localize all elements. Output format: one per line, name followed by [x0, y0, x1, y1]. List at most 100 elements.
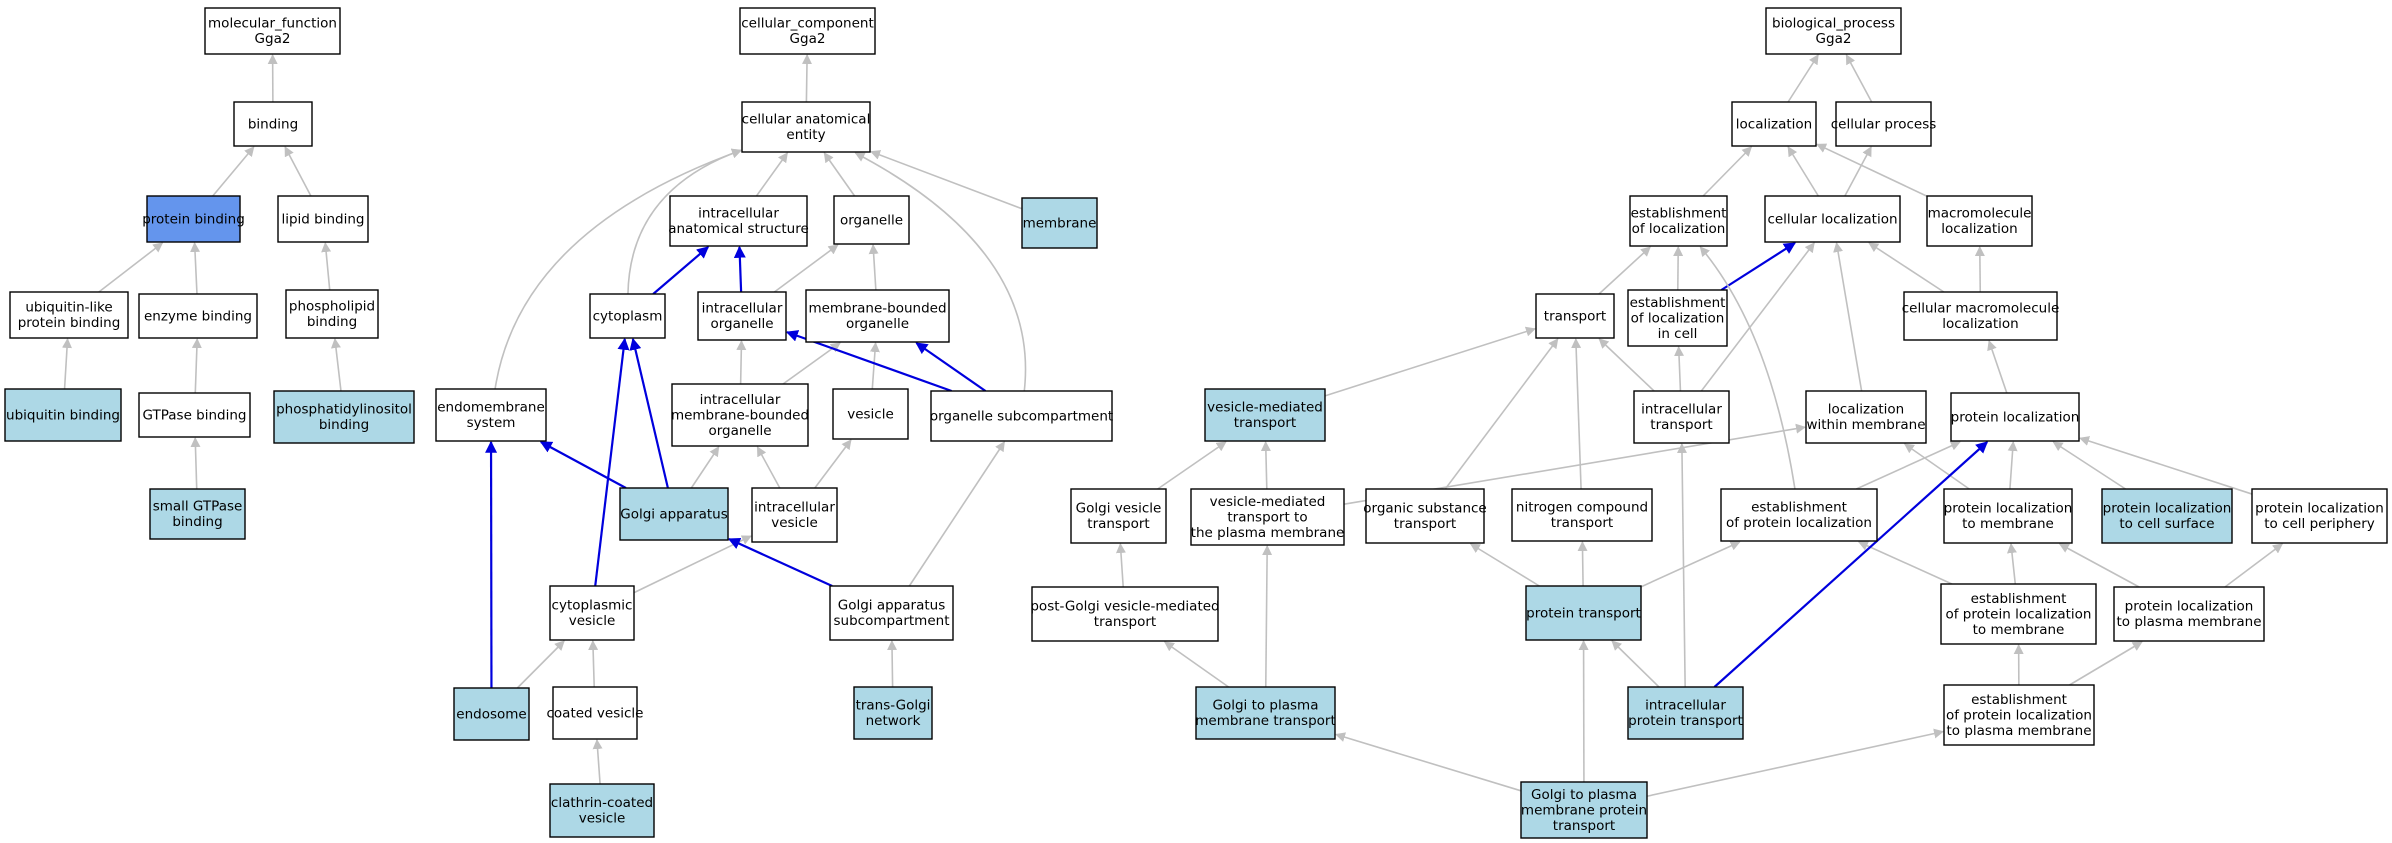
node-cell-loc[interactable]: cellular localization	[1764, 195, 1901, 243]
node-organelle[interactable]: organelle	[833, 195, 910, 245]
edge-transport-to-est_loc	[1598, 246, 1651, 295]
node-membrane[interactable]: membrane	[1021, 197, 1098, 249]
node-label: binding	[172, 514, 222, 530]
node-box	[1520, 781, 1648, 839]
node-label: macromolecule	[1928, 206, 2032, 222]
node-box	[4, 388, 122, 442]
node-label: system	[467, 415, 516, 431]
node-ubiquitin-binding[interactable]: ubiquitin binding	[4, 388, 122, 442]
node-prot-loc[interactable]: protein localization	[1950, 392, 2080, 442]
node-enzyme-binding[interactable]: enzyme binding	[138, 293, 258, 339]
node-box	[1629, 195, 1728, 247]
node-label: vesicle	[771, 515, 818, 531]
node-label: membrane protein	[1521, 802, 1647, 818]
node-label: molecular_function	[208, 16, 337, 32]
node-cellular-process[interactable]: cellular process	[1831, 101, 1937, 147]
edge-pi_binding-to-phospholipid_binding	[330, 338, 342, 392]
node-gtpase-binding[interactable]: GTPase binding	[138, 392, 251, 438]
edge-organelle-to-cae	[823, 152, 856, 197]
node-box	[1627, 289, 1728, 347]
node-box	[1943, 684, 2095, 746]
node-golgi[interactable]: Golgi apparatus	[619, 487, 729, 541]
node-box	[1021, 197, 1098, 249]
node-transport[interactable]: transport	[1535, 293, 1615, 339]
node-coated-vesicle[interactable]: coated vesicle	[547, 686, 644, 740]
node-endosome[interactable]: endosome	[453, 687, 530, 741]
node-box	[146, 195, 241, 243]
edges-layer	[62, 54, 2284, 798]
node-label: biological_process	[1772, 16, 1895, 32]
node-vesicle[interactable]: vesicle	[832, 388, 909, 440]
node-label: endosome	[456, 706, 526, 722]
node-box	[2251, 488, 2388, 544]
node-prot-transport[interactable]: protein transport	[1525, 585, 1642, 641]
node-label: to membrane	[1962, 516, 2054, 532]
node-binding[interactable]: binding	[233, 101, 313, 147]
node-box	[697, 291, 787, 341]
node-cytoplasm[interactable]: cytoplasm	[589, 293, 666, 339]
node-box	[829, 585, 954, 641]
node-label: intracellular	[702, 301, 783, 317]
node-protein-binding[interactable]: protein binding	[142, 195, 245, 243]
edge-g2pm_transport-to-pgvmt	[1163, 641, 1230, 688]
node-label: binding	[307, 314, 357, 330]
node-box	[1765, 7, 1902, 55]
node-org-subcomp[interactable]: organelle subcompartment	[930, 390, 1113, 442]
node-label: Gga2	[255, 31, 291, 47]
node-label: localization	[1942, 316, 2018, 332]
node-label: ubiquitin binding	[6, 407, 120, 423]
node-lipid-binding[interactable]: lipid binding	[277, 195, 369, 243]
node-label: organelle subcompartment	[930, 408, 1113, 424]
node-label: protein localization	[2125, 599, 2254, 615]
edge-localization-to-bp	[1787, 54, 1819, 103]
node-label: cellular localization	[1767, 211, 1897, 227]
node-box	[1731, 101, 1817, 147]
edge-epl_membrane-to-est_prot_loc	[1857, 541, 1953, 585]
node-box	[833, 195, 910, 245]
node-label: organelle	[846, 316, 909, 332]
edge-prot_transport-to-nct	[1577, 541, 1588, 587]
edge-cell_loc-to-cellular_process	[1844, 146, 1872, 197]
node-localization[interactable]: localization	[1731, 101, 1817, 147]
